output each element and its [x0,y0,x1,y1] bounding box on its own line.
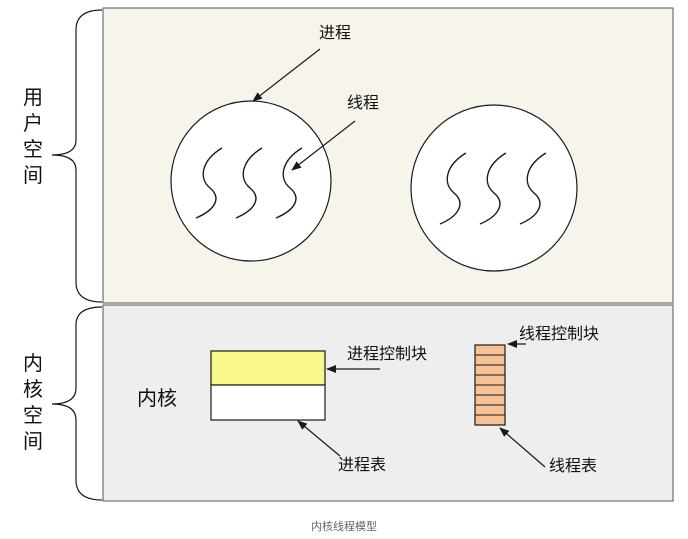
pcb-label: 进程控制块 [347,344,427,363]
thread-arrow [291,120,356,171]
tcb-label: 线程控制块 [519,324,599,343]
process-table-arrow [297,420,341,457]
user-space-char-3: 空 [23,137,43,161]
kernel-space-char-3: 空 [23,403,43,427]
process-2-thread-1 [439,152,467,225]
process-table [210,384,326,421]
thread-table-arrow [499,427,546,468]
process-1-thread-2 [235,147,263,219]
process-table-label: 进程表 [338,455,386,474]
user-space-brace [51,9,103,303]
process-2-thread-3 [519,152,547,225]
kernel-space-region [102,304,674,502]
process-2-circle [410,104,578,272]
process-arrow [252,48,321,102]
kernel-space-brace [51,306,103,501]
process-1-thread-3 [275,147,303,219]
user-space-char-2: 户 [23,111,43,135]
kernel-space-char-1: 内 [23,351,43,375]
kernel-space-char-4: 间 [23,429,43,453]
thread-table [474,344,506,426]
kernel-label: 内核 [137,386,177,410]
kernel-space-char-2: 核 [23,377,43,401]
process-label: 进程 [319,23,351,42]
user-space-label: 用 户 空 间 [23,85,49,187]
process-1-circle [170,100,332,262]
kernel-space-label: 内 核 空 间 [23,351,49,453]
process-2-thread-2 [479,152,507,225]
process-control-block [210,350,326,386]
user-space-char-4: 间 [23,163,43,187]
thread-label: 线程 [347,93,379,112]
figure-caption: 内核线程模型 [311,520,377,533]
user-space-char-1: 用 [23,85,43,109]
thread-table-label: 线程表 [549,456,597,475]
process-1-thread-1 [195,147,223,219]
